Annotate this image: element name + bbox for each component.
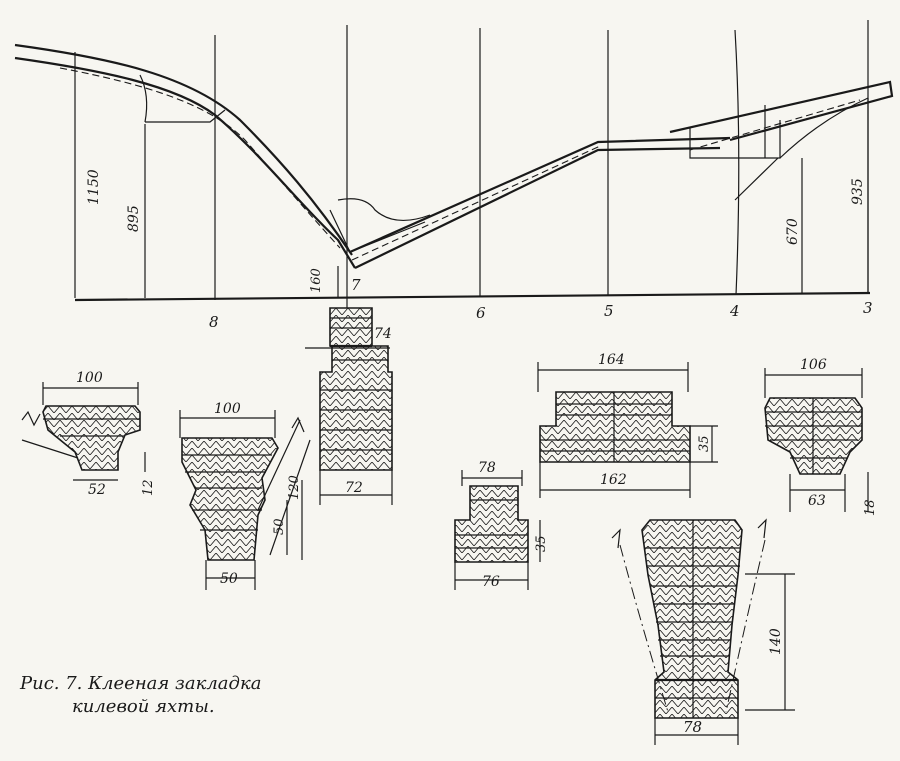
station-3: 3 [863, 299, 873, 317]
section-2: 100 120 50 50 [179, 401, 311, 590]
baseline [74, 291, 871, 302]
section-6: 106 63 18 [764, 357, 878, 516]
dim-s3-top: 74 [374, 326, 392, 342]
section-4-hatch [455, 486, 528, 562]
section-3: 74 72 [305, 307, 393, 505]
hull-line [257, 419, 301, 511]
keel-profile: 1150 895 160 670 935 8 7 6 5 4 3 [14, 20, 894, 331]
dim-s1-bottom: 52 [88, 482, 106, 498]
floor-knee [337, 198, 431, 221]
break-mark [291, 416, 305, 433]
dim-s7-bottom: 78 [683, 718, 702, 736]
dim-s1-side: 12 [141, 479, 156, 496]
keel-aft-lower [354, 146, 721, 269]
keel-inner-dashed [59, 67, 341, 249]
break-mark [611, 528, 621, 549]
fwd-knee-top [145, 109, 226, 123]
break-mark [757, 518, 767, 539]
stern-timber [669, 80, 894, 142]
dim-s5-top: 164 [598, 352, 625, 368]
stern-knee-curve [779, 97, 869, 159]
hull-line [269, 439, 311, 556]
section-1-hatch [43, 406, 140, 470]
hull-line-left [619, 544, 669, 713]
hull-line-right [725, 539, 766, 713]
dim-s2-side1: 120 [287, 475, 302, 500]
hull-line [21, 439, 79, 459]
dim-s6-top: 106 [800, 357, 827, 373]
dim-s6-bottom: 63 [808, 493, 826, 509]
section-5: 164 35 162 [537, 352, 718, 498]
keel-aft-upper [349, 136, 731, 254]
figure-caption: Рис. 7. Клееная закладка килевой яхты. [20, 672, 350, 718]
keel-aft-dashed [351, 145, 601, 261]
station-8: 8 [209, 313, 219, 331]
floor-knee-base [329, 209, 426, 253]
caption-line-2: килевой яхты. [72, 696, 215, 717]
station-7: 7 [351, 276, 361, 294]
section-4: 78 35 76 [454, 460, 549, 590]
dim-s4-top: 78 [478, 460, 496, 476]
section-7-hatch [642, 520, 742, 718]
keel-lower-edge [14, 56, 356, 269]
stern-block [689, 120, 781, 159]
dim-s2-bottom: 50 [220, 571, 238, 587]
break-mark [21, 410, 41, 427]
fwd-knee-curve [139, 74, 148, 123]
label-160: 160 [309, 268, 324, 293]
dim-s2-top: 100 [214, 401, 241, 417]
section-7: 140 78 [611, 518, 795, 745]
station-6: 6 [476, 304, 486, 322]
dim-s5-side: 35 [697, 435, 712, 452]
keel-upper-edge [14, 43, 353, 256]
station-5: 5 [604, 302, 614, 320]
label-895: 895 [126, 205, 142, 232]
station-line-4 [734, 29, 740, 296]
dim-s7-side: 140 [768, 628, 784, 655]
dim-s6-side: 18 [863, 499, 878, 516]
stern-brace [734, 157, 779, 201]
station-4: 4 [729, 302, 740, 320]
dim-s4-bottom: 76 [482, 574, 500, 590]
dim-s4-side: 35 [534, 535, 549, 552]
dim-s5-bottom: 162 [600, 472, 627, 488]
section-1: 100 52 12 [21, 370, 156, 498]
label-670: 670 [785, 218, 801, 245]
section-5-hatch [540, 392, 690, 462]
caption-line-1: Рис. 7. Клееная закладка [20, 673, 262, 694]
label-1150: 1150 [86, 169, 102, 205]
dim-s3-bottom: 72 [345, 480, 363, 496]
dim-s1-top: 100 [76, 370, 103, 386]
label-935: 935 [850, 178, 866, 205]
stern-dashed [689, 99, 861, 151]
dim-s2-side2: 50 [272, 518, 287, 535]
